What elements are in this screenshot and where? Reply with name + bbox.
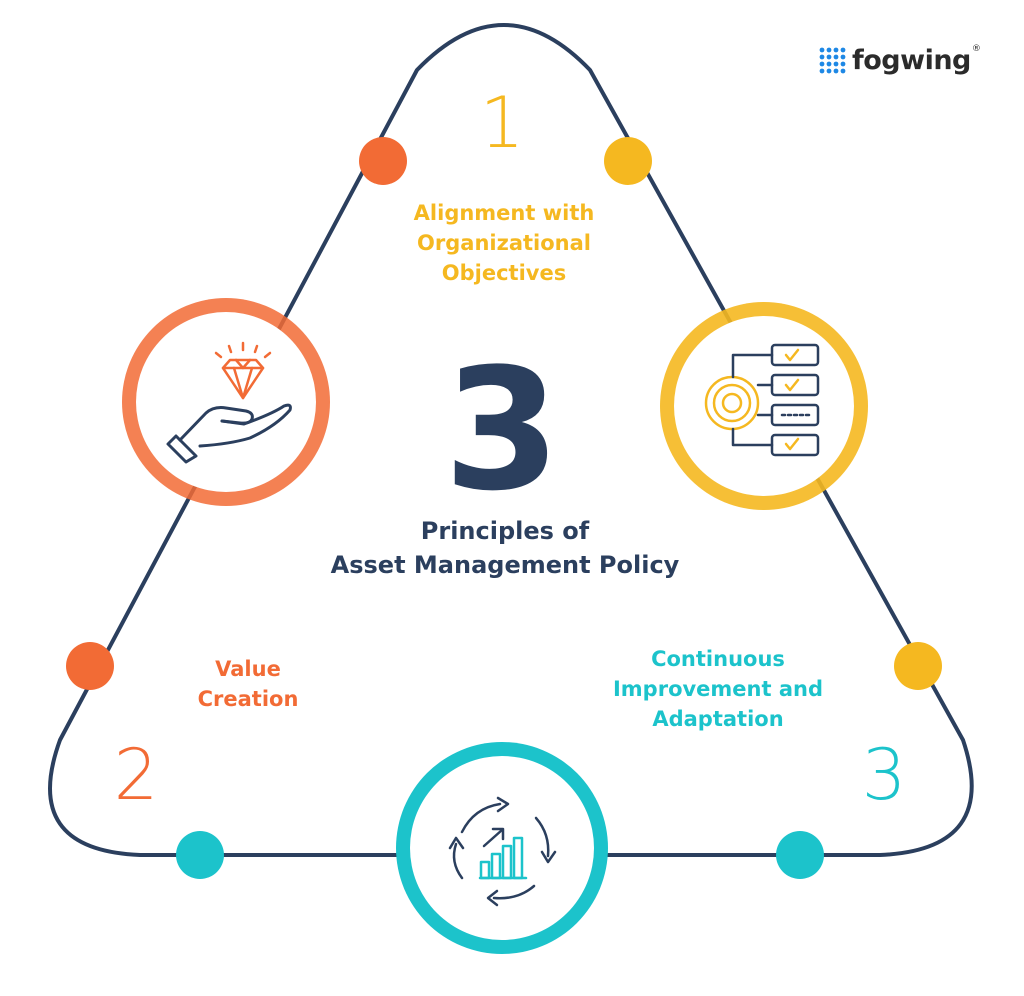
principle-2-label-line: Creation	[197, 687, 299, 711]
teal-dot-bottom-right	[776, 831, 824, 879]
center-title-line-1: Principles of	[420, 517, 590, 545]
principle-1-label-line: Objectives	[441, 261, 567, 285]
orange-dot-top	[359, 137, 407, 185]
principle-1-label: Alignment with Organizational Objectives	[384, 198, 624, 288]
principle-3-label: Continuous Improvement and Adaptation	[598, 644, 838, 734]
principle-3-number: 3	[861, 734, 907, 816]
orange-dot-left	[66, 642, 114, 690]
triangle-outline	[48, 23, 974, 857]
brand-name: fogwing	[852, 44, 971, 76]
target-checklist-icon	[704, 343, 820, 457]
alignment-badge	[660, 302, 868, 510]
yellow-dot-top	[604, 137, 652, 185]
center-title: Principles of Asset Management Policy	[300, 514, 710, 582]
value-creation-badge	[122, 298, 330, 506]
yellow-dot-right	[894, 642, 942, 690]
principle-3-label-line: Adaptation	[652, 707, 784, 731]
teal-dot-bottom-left	[176, 831, 224, 879]
principle-3-label-line: Continuous	[651, 647, 785, 671]
growth-cycle-icon	[448, 796, 557, 907]
registered-mark: ®	[971, 44, 981, 54]
dot-grid-logo-icon	[819, 47, 846, 74]
fogwing-logo: fogwing ®	[818, 38, 981, 82]
principle-1-label-line: Organizational	[417, 231, 591, 255]
principle-3-label-line: Improvement and	[612, 677, 824, 701]
principle-2-label-line: Value	[215, 657, 281, 681]
hand-diamond-icon	[166, 341, 292, 464]
principle-1-number: 1	[479, 82, 525, 164]
principle-1-label-line: Alignment with	[413, 201, 595, 225]
center-title-line-2: Asset Management Policy	[330, 551, 680, 579]
principle-2-number: 2	[113, 734, 159, 816]
principle-2-label: Value Creation	[168, 654, 328, 714]
center-big-number: 3	[443, 332, 561, 528]
